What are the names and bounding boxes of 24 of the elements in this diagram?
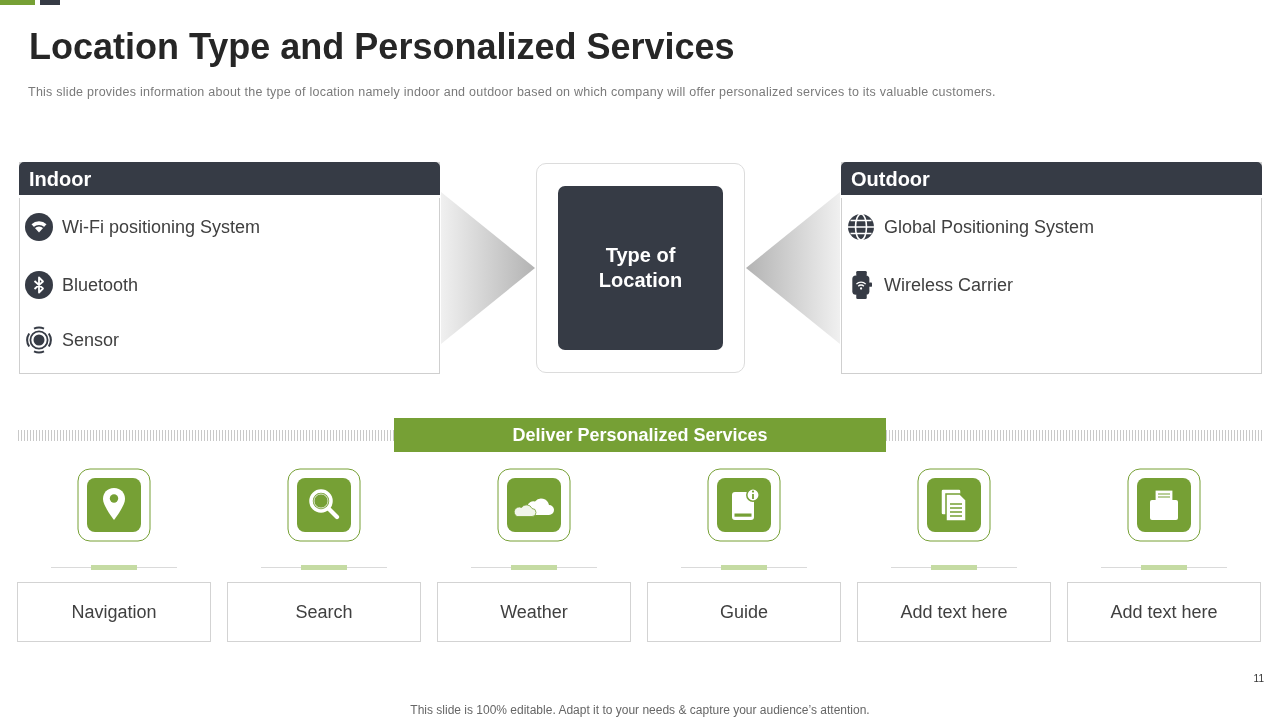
- page-number: 11: [1253, 673, 1264, 685]
- list-item: Sensor: [62, 329, 120, 352]
- list-item: Wireless Carrier: [884, 274, 1013, 297]
- panel-heading: Outdoor: [841, 162, 1262, 195]
- card-frame: [536, 163, 745, 373]
- slide-title: Location Type and Personalized Services: [29, 26, 735, 68]
- list-panel: [841, 162, 1262, 374]
- chevron-arrow: [441, 192, 535, 344]
- chevron-arrow: [746, 192, 840, 344]
- panel-heading: Indoor: [19, 162, 440, 195]
- service-card: Add text here: [1067, 582, 1261, 642]
- footer-note: This slide is 100% editable. Adapt it to your needs & capture your audience’s attention.: [409, 703, 871, 718]
- service-card: Guide: [647, 582, 841, 642]
- service-card: Navigation: [17, 582, 211, 642]
- slide-subtitle: This slide provides information about the type of location namely indoor and outdoor based on which company will offer personalized services to its valuable customers.: [28, 85, 996, 100]
- list-panel: [19, 162, 440, 374]
- list-item: Wi-Fi positioning System: [62, 216, 261, 239]
- center-box: Type of Location: [558, 186, 723, 350]
- service-card: Search: [227, 582, 421, 642]
- list-item: Bluetooth: [62, 274, 139, 297]
- service-card: Add text here: [857, 582, 1051, 642]
- list-item: Global Positioning System: [884, 216, 1095, 239]
- service-card: Weather: [437, 582, 631, 642]
- section-banner: Deliver Personalized Services: [394, 418, 886, 452]
